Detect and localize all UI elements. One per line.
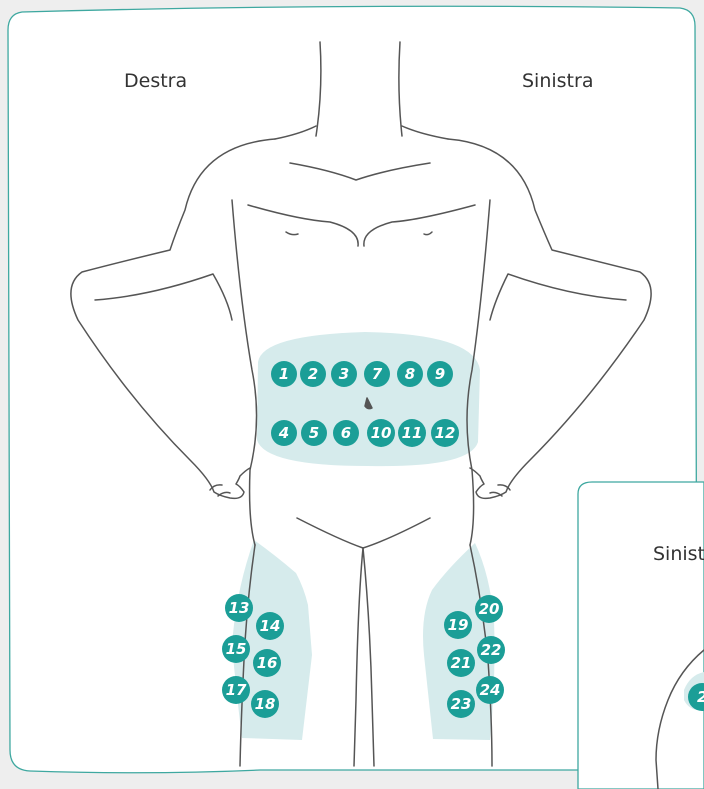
- svg-text:12: 12: [435, 424, 456, 442]
- injection-site-11[interactable]: 11: [398, 419, 426, 447]
- svg-text:11: 11: [402, 424, 423, 442]
- svg-text:21: 21: [451, 654, 472, 672]
- svg-text:17: 17: [226, 681, 247, 699]
- inset-panel-frame: [578, 482, 704, 789]
- injection-site-13[interactable]: 13: [225, 594, 253, 622]
- injection-site-21[interactable]: 21: [447, 649, 475, 677]
- svg-text:16: 16: [257, 654, 278, 672]
- svg-text:9: 9: [435, 365, 445, 383]
- svg-text:2: 2: [308, 365, 318, 383]
- svg-text:2: 2: [697, 688, 704, 706]
- injection-site-8[interactable]: 8: [397, 361, 423, 387]
- injection-site-2[interactable]: 2: [300, 361, 326, 387]
- svg-text:6: 6: [341, 424, 351, 442]
- svg-text:3: 3: [339, 365, 349, 383]
- injection-site-1[interactable]: 1: [271, 361, 297, 387]
- injection-site-16[interactable]: 16: [253, 649, 281, 677]
- inset-panel: Sinistra 2: [578, 482, 704, 789]
- injection-site-14[interactable]: 14: [256, 612, 284, 640]
- svg-text:24: 24: [480, 681, 501, 699]
- svg-text:1: 1: [279, 365, 289, 383]
- svg-text:15: 15: [226, 640, 247, 658]
- injection-site-3[interactable]: 3: [331, 361, 357, 387]
- svg-text:5: 5: [309, 424, 319, 442]
- svg-text:23: 23: [451, 695, 472, 713]
- svg-text:13: 13: [229, 599, 250, 617]
- svg-text:14: 14: [260, 617, 281, 635]
- injection-site-18[interactable]: 18: [251, 690, 279, 718]
- svg-text:18: 18: [255, 695, 276, 713]
- injection-site-24[interactable]: 24: [476, 676, 504, 704]
- injection-site-23[interactable]: 23: [447, 690, 475, 718]
- label-right-side: Destra: [124, 70, 187, 92]
- label-left-side: Sinistra: [522, 70, 593, 92]
- injection-site-19[interactable]: 19: [444, 611, 472, 639]
- inset-label-left: Sinistra: [653, 543, 704, 565]
- injection-site-17[interactable]: 17: [222, 676, 250, 704]
- injection-site-20[interactable]: 20: [475, 595, 503, 623]
- injection-site-6[interactable]: 6: [333, 420, 359, 446]
- injection-site-4[interactable]: 4: [271, 420, 297, 446]
- injection-site-10[interactable]: 10: [367, 419, 395, 447]
- injection-site-9[interactable]: 9: [427, 361, 453, 387]
- injection-site-7[interactable]: 7: [364, 361, 390, 387]
- svg-text:8: 8: [405, 365, 415, 383]
- svg-text:10: 10: [371, 424, 392, 442]
- svg-text:4: 4: [278, 424, 289, 442]
- svg-text:7: 7: [372, 365, 383, 383]
- svg-text:22: 22: [481, 641, 502, 659]
- svg-text:20: 20: [479, 600, 500, 618]
- svg-text:19: 19: [448, 616, 469, 634]
- injection-site-22[interactable]: 22: [477, 636, 505, 664]
- injection-site-15[interactable]: 15: [222, 635, 250, 663]
- injection-site-5[interactable]: 5: [301, 420, 327, 446]
- injection-site-12[interactable]: 12: [431, 419, 459, 447]
